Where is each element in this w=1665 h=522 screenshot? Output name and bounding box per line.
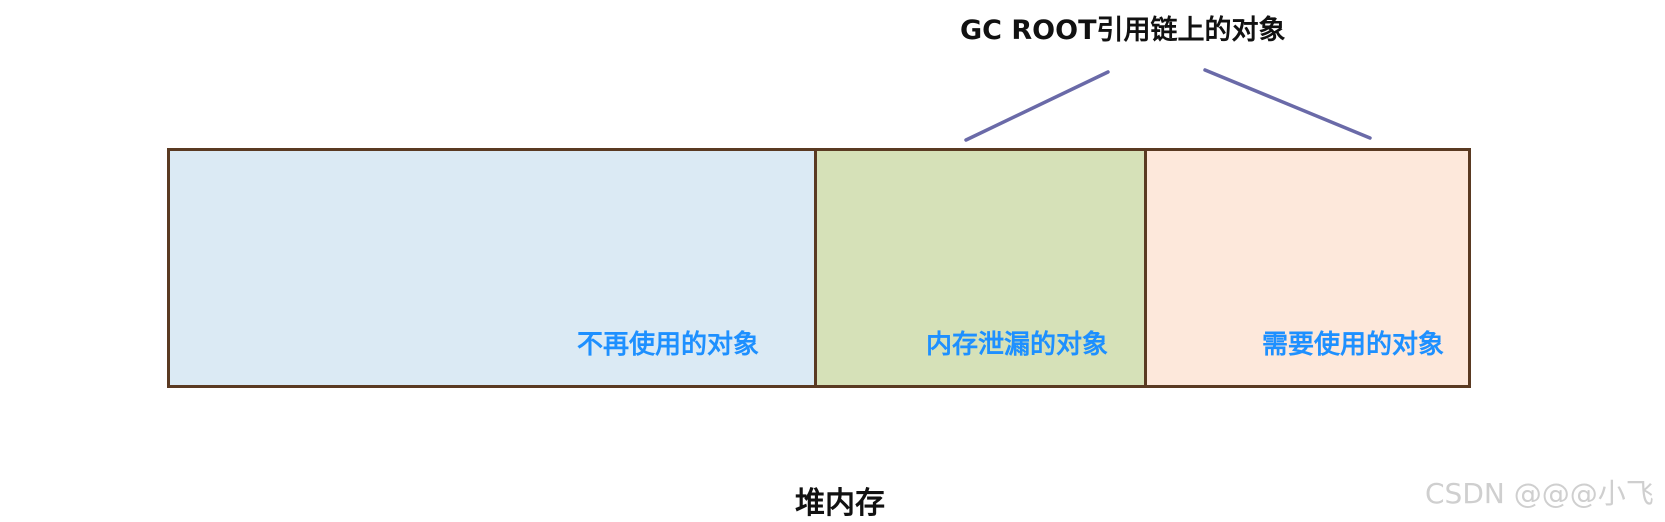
segment-label-unused: 不再使用的对象 (576, 330, 759, 360)
heap-memory-bar: 不再使用的对象 内存泄漏的对象 需要使用的对象 (167, 148, 1471, 388)
connector-right (1203, 68, 1372, 140)
csdn-watermark: CSDN @@@小飞 (1425, 477, 1654, 510)
gc-root-label: GC ROOT引用链上的对象 (960, 15, 1286, 46)
connector-left (964, 70, 1110, 142)
segment-label-leak: 内存泄漏的对象 (925, 330, 1108, 360)
segment-leaked-objects: 内存泄漏的对象 (814, 151, 1147, 385)
segment-label-needed: 需要使用的对象 (1261, 330, 1444, 360)
segment-unused-objects: 不再使用的对象 (170, 151, 814, 385)
segment-needed-objects: 需要使用的对象 (1147, 151, 1468, 385)
heap-memory-label: 堆内存 (795, 486, 885, 521)
